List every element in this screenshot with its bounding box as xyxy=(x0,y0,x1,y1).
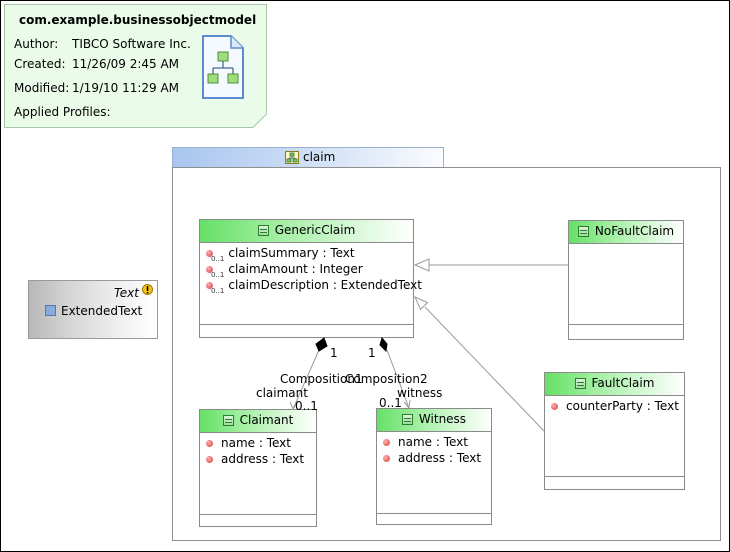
attribute-row[interactable]: address : Text xyxy=(200,451,316,467)
generalization-faultclaim[interactable] xyxy=(414,296,545,432)
class-header[interactable]: NoFaultClaim xyxy=(569,221,683,244)
attribute-list: name : Text address : Text xyxy=(377,432,491,466)
class-name: NoFaultClaim xyxy=(594,224,675,238)
primitive-type-item-label: ExtendedText xyxy=(61,304,143,318)
attribute-multiplicity-marker: 0..1 xyxy=(211,287,225,295)
class-claimant[interactable]: Claimant name : Text address : Text xyxy=(199,409,317,527)
operations-separator xyxy=(377,513,491,514)
modified-row: Modified:1/19/10 11:29 AM xyxy=(14,81,179,95)
attribute-icon xyxy=(551,403,558,410)
class-header[interactable]: GenericClaim xyxy=(200,220,413,243)
warning-icon xyxy=(142,284,153,295)
class-name: GenericClaim xyxy=(274,223,356,237)
model-info-note[interactable]: com.example.businessobjectmodel Author: T… xyxy=(4,4,267,128)
class-witness[interactable]: Witness name : Text address : Text xyxy=(376,408,492,525)
attribute-row[interactable]: name : Text xyxy=(377,434,491,450)
attribute-row[interactable]: address : Text xyxy=(377,450,491,466)
class-name: Witness xyxy=(418,412,467,426)
attribute-label: address : Text xyxy=(398,451,482,465)
attribute-label: address : Text xyxy=(221,452,305,466)
class-name: Claimant xyxy=(239,413,294,427)
primitive-type-text[interactable]: Text ExtendedText xyxy=(28,280,158,339)
class-header[interactable]: Claimant xyxy=(200,410,316,433)
profiles-row: Applied Profiles: xyxy=(14,105,111,119)
attribute-label: claimSummary : Text xyxy=(228,246,355,260)
attribute-icon xyxy=(206,250,213,257)
modified-value: 1/19/10 11:29 AM xyxy=(72,81,180,95)
attribute-list: counterParty : Text xyxy=(545,396,684,414)
class-icon xyxy=(401,414,413,425)
created-row: Created: 11/26/09 2:45 AM xyxy=(14,57,179,71)
operations-separator xyxy=(200,324,413,325)
composition1-target-multiplicity: 0..1 xyxy=(295,399,318,413)
modified-label: Modified: xyxy=(14,81,70,95)
author-value: TIBCO Software Inc. xyxy=(72,37,191,51)
bom-file-icon xyxy=(202,35,244,99)
primitive-type-title: Text xyxy=(113,286,139,300)
package-name: claim xyxy=(303,150,336,164)
created-label: Created: xyxy=(14,57,66,71)
composition2-name[interactable]: Composition2 xyxy=(345,372,428,386)
profiles-label: Applied Profiles: xyxy=(14,105,111,119)
class-icon xyxy=(574,378,586,389)
attribute-label: claimDescription : ExtendedText xyxy=(228,278,422,292)
composition1-role: claimant xyxy=(256,386,308,400)
attribute-icon xyxy=(206,282,213,289)
attribute-icon xyxy=(206,456,213,463)
created-value: 11/26/09 2:45 AM xyxy=(72,57,180,71)
attribute-icon xyxy=(383,455,390,462)
class-faultclaim[interactable]: FaultClaim counterParty : Text xyxy=(544,372,685,490)
attribute-multiplicity-marker: 0..1 xyxy=(211,271,225,279)
package-tab[interactable]: claim xyxy=(172,147,444,167)
composition1-source-multiplicity: 1 xyxy=(330,346,338,360)
attribute-row[interactable]: name : Text xyxy=(200,435,316,451)
composition2-source-multiplicity: 1 xyxy=(368,346,376,360)
operations-separator xyxy=(545,476,684,477)
operations-separator xyxy=(200,514,316,515)
operations-separator xyxy=(569,324,683,325)
note-shape xyxy=(4,4,267,128)
package-icon xyxy=(285,151,299,164)
primitive-type-icon xyxy=(45,305,56,316)
primitive-type-item[interactable]: ExtendedText xyxy=(45,304,142,318)
attribute-multiplicity-marker: 0..1 xyxy=(211,255,225,263)
class-icon xyxy=(577,226,589,237)
model-title: com.example.businessobjectmodel xyxy=(19,13,257,27)
class-icon xyxy=(222,415,234,426)
composition1-name[interactable]: Composition1 xyxy=(280,372,363,386)
attribute-label: claimAmount : Integer xyxy=(228,262,363,276)
attribute-icon xyxy=(206,440,213,447)
generalization-nofaultclaim[interactable] xyxy=(413,258,568,272)
class-nofaultclaim[interactable]: NoFaultClaim xyxy=(568,220,684,340)
class-header[interactable]: Witness xyxy=(377,409,491,432)
composition2-role: witness xyxy=(397,386,443,400)
composition2-connector[interactable] xyxy=(379,336,411,410)
class-icon xyxy=(257,225,269,236)
attribute-list: name : Text address : Text xyxy=(200,433,316,467)
attribute-label: counterParty : Text xyxy=(566,399,679,413)
composition1-connector[interactable] xyxy=(289,337,328,411)
composition2-target-multiplicity: 0..1 xyxy=(379,396,402,410)
attribute-row[interactable]: counterParty : Text xyxy=(545,398,684,414)
attribute-icon xyxy=(206,266,213,273)
class-name: FaultClaim xyxy=(591,376,655,390)
attribute-label: name : Text xyxy=(221,436,291,450)
class-header[interactable]: FaultClaim xyxy=(545,373,684,396)
author-row: Author: TIBCO Software Inc. xyxy=(14,37,191,51)
attribute-icon xyxy=(383,439,390,446)
author-label: Author: xyxy=(14,37,59,51)
attribute-label: name : Text xyxy=(398,435,468,449)
